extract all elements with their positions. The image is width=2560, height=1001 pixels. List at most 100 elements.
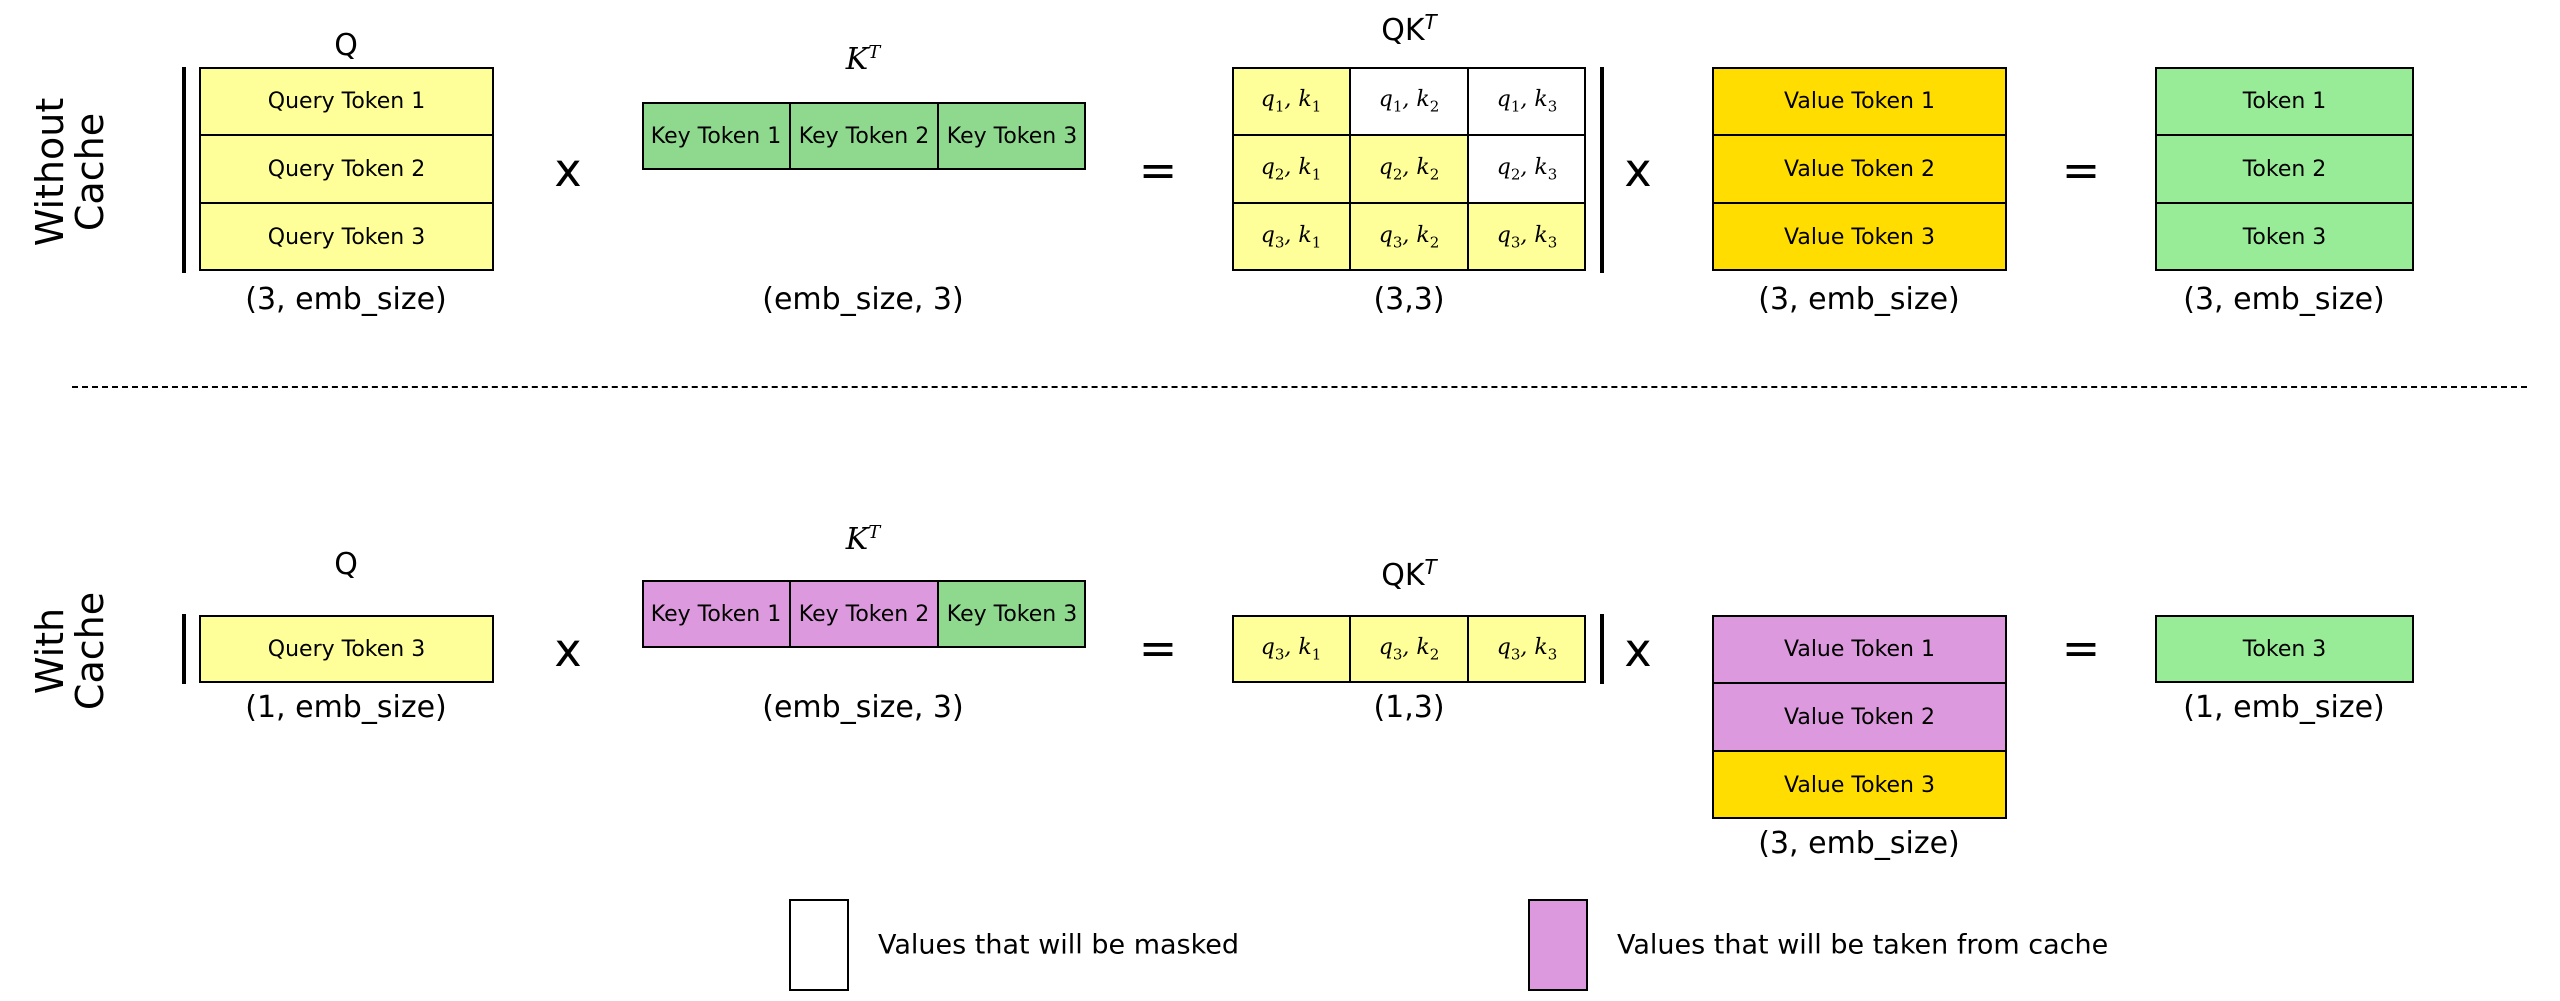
matrix-border xyxy=(642,102,1086,170)
query-token-row-label: Query Token 3 xyxy=(267,224,426,250)
value-token-row-label: Value Token 1 xyxy=(1784,88,1935,114)
row-label-line: Without xyxy=(28,97,72,247)
output-token-row-label: Token 1 xyxy=(2242,88,2327,114)
query-token-row-label: Query Token 3 xyxy=(267,636,426,662)
attention-score-cell: q1, k3 xyxy=(1468,67,1586,135)
attention-score-label: q2, k1 xyxy=(1260,154,1322,184)
output-token-row: Token 2 xyxy=(2155,135,2414,203)
query-token-row-label: Query Token 1 xyxy=(267,88,426,114)
matrix-border xyxy=(2155,67,2414,271)
row-label-without-cache: Without Cache xyxy=(28,97,112,247)
attention-score-label: q2, k2 xyxy=(1378,154,1440,184)
matrix-border xyxy=(199,67,494,271)
matrix-border xyxy=(1232,615,1586,683)
attention-score-label: q3, k2 xyxy=(1378,222,1440,252)
qkt-shape: (1,3) xyxy=(1373,690,1445,725)
kt-title: KT xyxy=(845,522,881,557)
row-label-line: Cache xyxy=(68,591,112,711)
key-token-column: Key Token 3 xyxy=(938,102,1086,170)
attention-score-cell: q2, k2 xyxy=(1350,135,1468,203)
query-token-row: Query Token 2 xyxy=(199,135,494,203)
output-token-row: Token 3 xyxy=(2155,203,2414,271)
value-token-row-label: Value Token 2 xyxy=(1784,704,1935,730)
q-shape: (3, emb_size) xyxy=(245,282,447,317)
section-divider xyxy=(72,386,2527,388)
key-token-column-label: Key Token 1 xyxy=(650,601,782,627)
row-label-with-cache: With Cache xyxy=(28,591,112,711)
multiply-operator: x xyxy=(554,143,582,197)
equals-operator: = xyxy=(2061,621,2101,675)
legend-label-cached: Values that will be taken from cache xyxy=(1617,929,2109,961)
attention-score-label: q2, k3 xyxy=(1496,154,1558,184)
multiply-operator: x xyxy=(1624,143,1652,197)
key-token-column: Key Token 3 xyxy=(938,580,1086,648)
q-shape: (1, emb_size) xyxy=(245,690,447,725)
attention-score-cell: q1, k2 xyxy=(1350,67,1468,135)
v-shape: (3, emb_size) xyxy=(1758,282,1960,317)
matrix-bracket xyxy=(182,67,186,273)
qkt-title: QKT xyxy=(1381,555,1437,593)
output-token-row-label: Token 3 xyxy=(2242,636,2327,662)
matrix-border xyxy=(1712,67,2007,271)
multiply-operator: x xyxy=(554,623,582,677)
attention-score-label: q1, k1 xyxy=(1260,86,1322,116)
attention-score-label: q3, k1 xyxy=(1260,222,1322,252)
attention-score-label: q3, k1 xyxy=(1260,634,1322,664)
attention-score-cell: q3, k1 xyxy=(1232,615,1350,683)
legend-swatch-cached xyxy=(1528,899,1588,991)
value-token-row-label: Value Token 3 xyxy=(1784,772,1935,798)
key-token-column-label: Key Token 3 xyxy=(946,601,1078,627)
matrix-bracket xyxy=(182,614,186,684)
matrix-border xyxy=(199,615,494,683)
qkt-title: QKT xyxy=(1381,10,1437,48)
output-token-row-label: Token 3 xyxy=(2242,224,2327,250)
matrix-border xyxy=(642,580,1086,648)
query-token-row-label: Query Token 2 xyxy=(267,156,426,182)
value-token-row: Value Token 3 xyxy=(1712,751,2007,819)
value-token-row-label: Value Token 1 xyxy=(1784,636,1935,662)
value-token-row: Value Token 2 xyxy=(1712,683,2007,751)
attention-score-label: q1, k2 xyxy=(1378,86,1440,116)
key-token-column-label: Key Token 2 xyxy=(798,601,930,627)
equals-operator: = xyxy=(2061,143,2101,197)
kt-shape: (emb_size, 3) xyxy=(762,282,964,317)
legend-swatch-masked xyxy=(789,899,849,991)
key-token-column-label: Key Token 3 xyxy=(946,123,1078,149)
key-token-column-label: Key Token 1 xyxy=(650,123,782,149)
value-token-row: Value Token 1 xyxy=(1712,67,2007,135)
key-token-column: Key Token 2 xyxy=(790,102,938,170)
attention-score-cell: q2, k1 xyxy=(1232,135,1350,203)
attention-score-label: q3, k3 xyxy=(1496,634,1558,664)
multiply-operator: x xyxy=(1624,623,1652,677)
output-shape: (3, emb_size) xyxy=(2183,282,2385,317)
legend-label-masked: Values that will be masked xyxy=(878,929,1240,961)
equals-operator: = xyxy=(1138,621,1178,675)
matrix-border xyxy=(1232,67,1586,271)
matrix-bracket xyxy=(1600,614,1604,684)
query-token-row: Query Token 3 xyxy=(199,203,494,271)
attention-score-label: q1, k3 xyxy=(1496,86,1558,116)
attention-score-cell: q3, k3 xyxy=(1468,203,1586,271)
equals-operator: = xyxy=(1138,143,1178,197)
q-title: Q xyxy=(334,28,358,63)
output-shape: (1, emb_size) xyxy=(2183,690,2385,725)
key-token-column: Key Token 2 xyxy=(790,580,938,648)
row-label-line: Cache xyxy=(68,112,112,232)
attention-score-label: q3, k3 xyxy=(1496,222,1558,252)
v-shape: (3, emb_size) xyxy=(1758,826,1960,861)
value-token-row: Value Token 3 xyxy=(1712,203,2007,271)
value-token-row-label: Value Token 3 xyxy=(1784,224,1935,250)
attention-score-label: q3, k2 xyxy=(1378,634,1440,664)
matrix-bracket xyxy=(1600,67,1604,273)
kt-title: KT xyxy=(845,42,881,77)
qkt-shape: (3,3) xyxy=(1373,282,1445,317)
output-token-row-label: Token 2 xyxy=(2242,156,2327,182)
attention-score-cell: q1, k1 xyxy=(1232,67,1350,135)
attention-score-cell: q3, k2 xyxy=(1350,203,1468,271)
attention-score-cell: q3, k2 xyxy=(1350,615,1468,683)
attention-score-cell: q2, k3 xyxy=(1468,135,1586,203)
value-token-row-label: Value Token 2 xyxy=(1784,156,1935,182)
key-token-column-label: Key Token 2 xyxy=(798,123,930,149)
value-token-row: Value Token 2 xyxy=(1712,135,2007,203)
q-title: Q xyxy=(334,547,358,582)
